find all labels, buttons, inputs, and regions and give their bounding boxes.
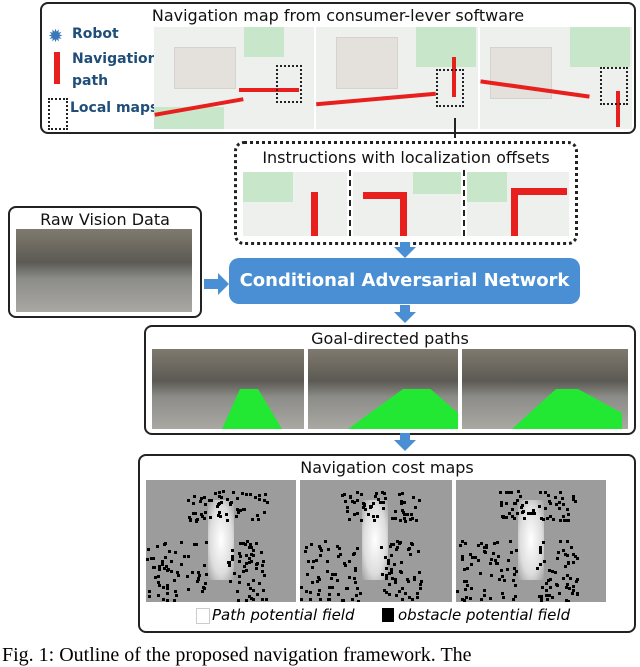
panel-title: Raw Vision Data: [40, 210, 170, 229]
legend-robot: Robot: [72, 26, 119, 42]
panel-title: Instructions with localization offsets: [262, 148, 550, 167]
obstacle-field-swatch: [382, 608, 394, 622]
legend-path-field: Path potential field: [212, 606, 355, 624]
cost-map-3: [456, 480, 606, 602]
legend-local-maps: Local maps: [70, 100, 159, 116]
path-legend-icon: [54, 52, 60, 84]
connector-line: [454, 118, 456, 138]
path-field-swatch: [196, 608, 210, 624]
arrow-right: [204, 279, 218, 289]
panel-title: Navigation map from consumer-lever softw…: [151, 6, 525, 25]
instructions-panel: Instructions with localization offsets: [234, 141, 578, 245]
goal-image-1: [152, 349, 304, 429]
legend-path: Navigation path: [72, 51, 158, 89]
goal-directed-panel: Goal-directed paths: [144, 325, 636, 435]
arrow-down: [394, 433, 416, 451]
navigation-map-panel: Navigation map from consumer-lever softw…: [40, 2, 636, 134]
goal-image-2: [308, 349, 458, 429]
local-map-legend-icon: [48, 98, 68, 130]
instruction-tile-2: [353, 172, 461, 236]
raw-vision-panel: Raw Vision Data: [8, 206, 202, 318]
cost-map-2: [300, 480, 452, 602]
arrow-down: [394, 242, 416, 258]
instruction-tile-3: [467, 172, 569, 236]
raw-camera-image: [16, 229, 192, 312]
figure-caption: Fig. 1: Outline of the proposed navigati…: [2, 644, 472, 666]
goal-image-3: [462, 349, 628, 429]
cost-map-1: [146, 480, 296, 602]
map-1: [154, 27, 314, 129]
panel-title: Goal-directed paths: [311, 329, 469, 348]
robot-icon: ✹: [48, 26, 64, 47]
legend-obstacle-field: obstacle potential field: [398, 606, 571, 624]
conditional-adversarial-network: Conditional Adversarial Network: [229, 258, 580, 304]
panel-title: Navigation cost maps: [300, 458, 474, 477]
map-3: [480, 27, 632, 129]
map-2: [316, 27, 478, 129]
instruction-tile-1: [243, 172, 347, 236]
cost-maps-panel: Navigation cost maps Path potential fiel…: [138, 454, 636, 633]
arrow-down: [394, 305, 416, 323]
